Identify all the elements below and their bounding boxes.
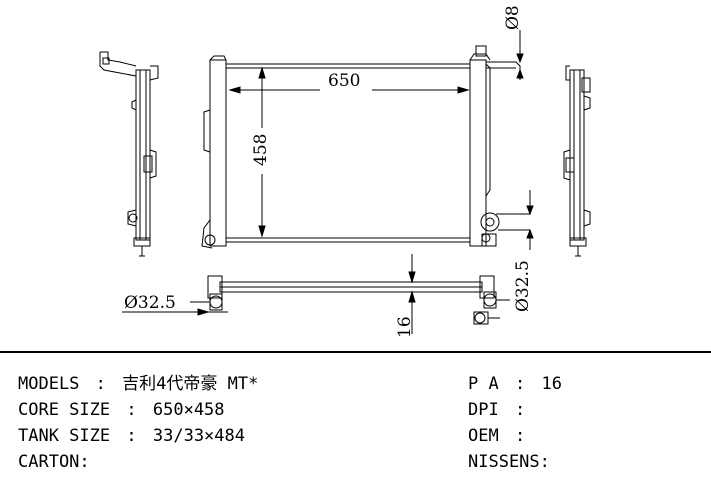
spec-separator: : bbox=[79, 452, 90, 472]
front-view bbox=[201, 45, 530, 249]
section-divider bbox=[0, 351, 711, 353]
outlet-diameter-dimension: Ø8 bbox=[503, 5, 523, 30]
spec-row-dpi: DPI : bbox=[468, 399, 525, 421]
radiator-technical-drawing: 650 458 Ø8 Ø32.5 Ø32.5 16 bbox=[99, 5, 591, 338]
inlet-diameter-right-dimension: Ø32.5 bbox=[513, 260, 533, 312]
spec-value: 33/33×484 bbox=[152, 426, 245, 446]
spec-label: P A bbox=[468, 374, 499, 394]
spec-row-models: MODELS : 吉利4代帝豪 MT* bbox=[18, 373, 258, 395]
width-dimension: 650 bbox=[328, 71, 360, 91]
inlet-diameter-left-dimension: Ø32.5 bbox=[124, 293, 176, 313]
spec-row-carton: CARTON: bbox=[18, 451, 90, 473]
spec-separator: : bbox=[514, 426, 526, 446]
spec-row-core-size: CORE SIZE : 650×458 bbox=[18, 399, 225, 421]
spec-label: MODELS bbox=[18, 374, 80, 394]
spec-label: DPI bbox=[468, 400, 499, 420]
spec-separator: : bbox=[514, 374, 526, 394]
spec-separator: : bbox=[126, 400, 137, 420]
spec-row-tank-size: TANK SIZE : 33/33×484 bbox=[18, 425, 245, 447]
left-side-view bbox=[99, 51, 159, 257]
spec-value: 16 bbox=[541, 374, 562, 394]
spec-separator: : bbox=[514, 400, 526, 420]
spec-label: NISSENS bbox=[468, 452, 540, 472]
spec-separator: : bbox=[539, 452, 550, 472]
bottom-view bbox=[190, 275, 510, 325]
spec-separator: : bbox=[126, 426, 137, 446]
spec-label: OEM bbox=[468, 426, 499, 446]
height-dimension: 458 bbox=[251, 134, 271, 166]
spec-value: 吉利4代帝豪 MT* bbox=[122, 374, 259, 394]
depth-dimension: 16 bbox=[395, 316, 415, 338]
spec-label: CORE SIZE bbox=[18, 400, 111, 420]
spec-separator: : bbox=[95, 374, 106, 394]
spec-label: CARTON bbox=[18, 452, 80, 472]
spec-value: 650×458 bbox=[152, 400, 225, 420]
spec-label: TANK SIZE bbox=[18, 426, 111, 446]
dimension-lines bbox=[122, 30, 534, 334]
spec-row-pa: P A : 16 bbox=[468, 373, 562, 395]
spec-row-nissens: NISSENS: bbox=[468, 451, 550, 473]
right-side-view bbox=[563, 65, 591, 257]
spec-row-oem: OEM : bbox=[468, 425, 525, 447]
